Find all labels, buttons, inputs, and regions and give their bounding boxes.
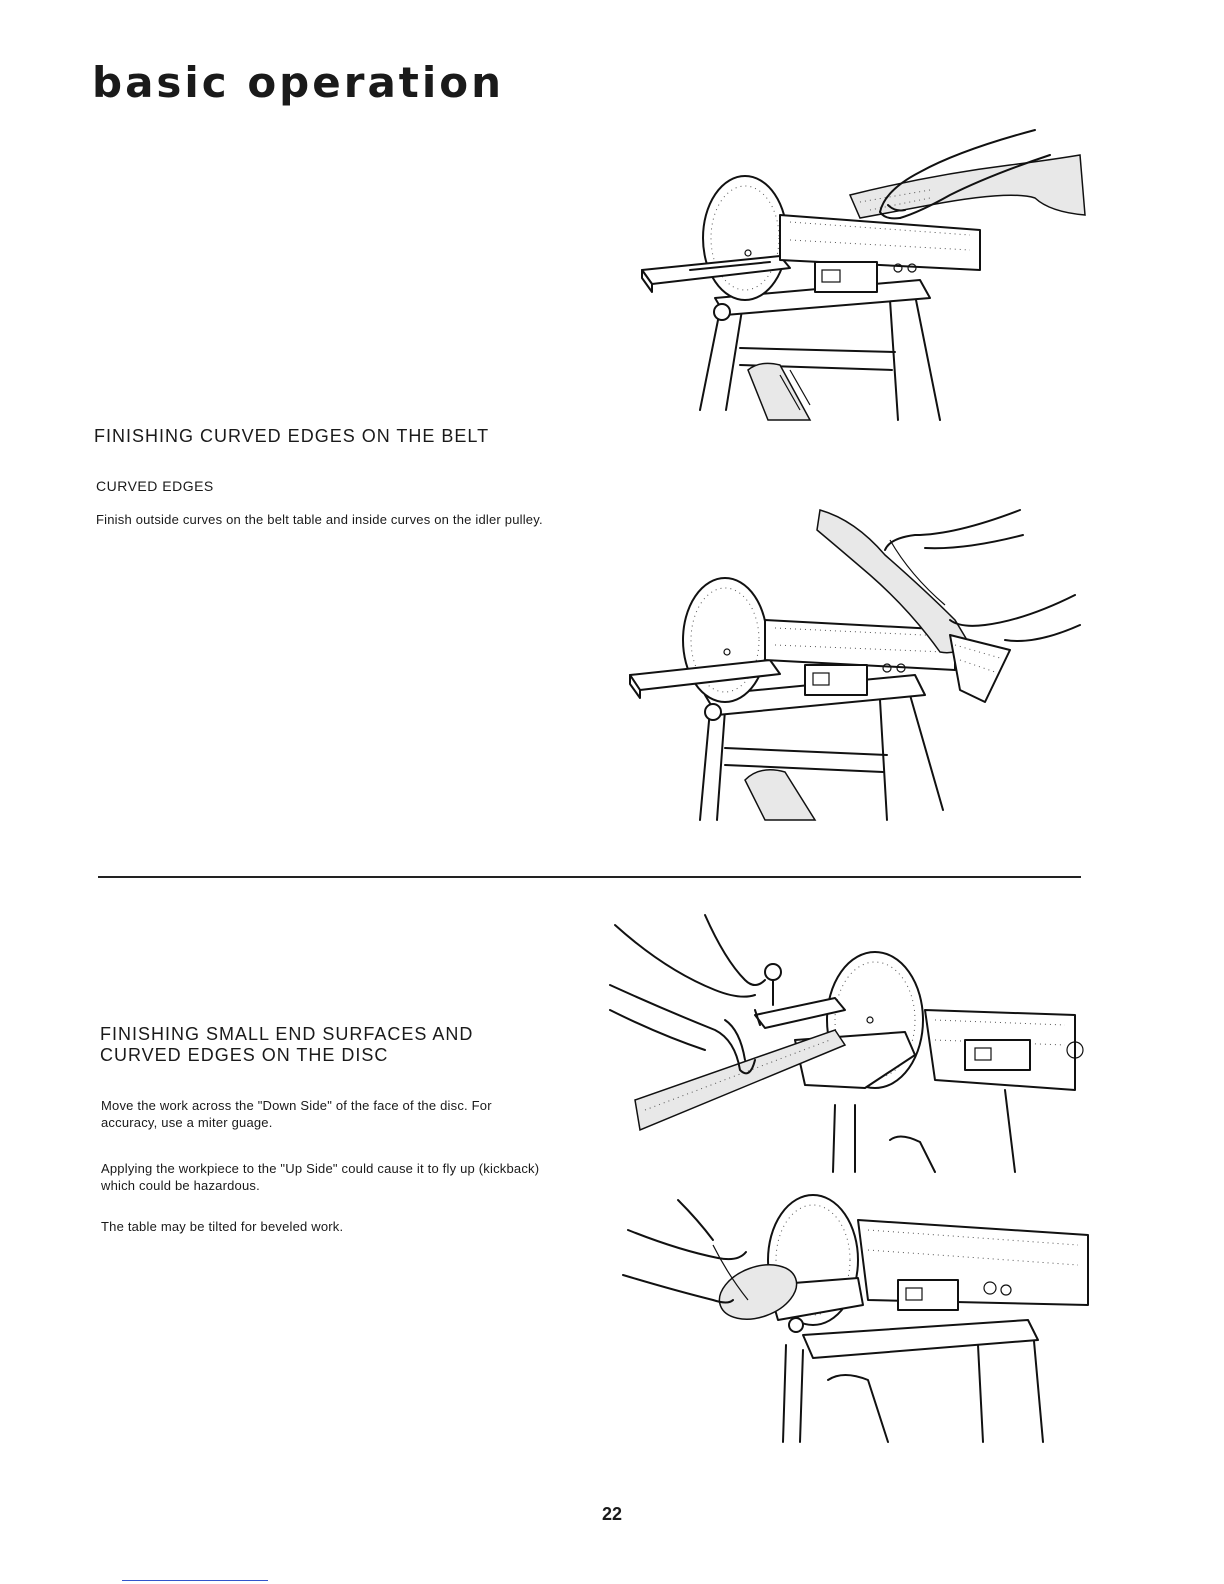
disc-sander-curved-edge-illustration [622, 1194, 1089, 1443]
page-number: 22 [601, 1504, 623, 1524]
belt-sander-outside-curve-illustration [641, 129, 1086, 421]
belt-sander-idler-pulley-illustration [629, 509, 1081, 821]
curved-edges-subheading: CURVED EDGES [96, 478, 214, 494]
belt-instruction-text: Finish outside curves on the belt table … [96, 512, 543, 527]
disc-section-heading-line2: CURVED EDGES ON THE DISC [100, 1045, 389, 1065]
section-divider [98, 876, 1081, 878]
disc-section-heading-line1: FINISHING SMALL END SURFACES AND [100, 1024, 474, 1044]
disc-instruction-text-1: Move the work across the "Down Side" of … [101, 1098, 492, 1130]
disc-kickback-warning-text: Applying the workpiece to the "Up Side" … [101, 1161, 540, 1193]
disc-sander-miter-gauge-illustration [609, 914, 1084, 1173]
footer-line [122, 1580, 268, 1581]
page-title: basic operation [92, 58, 505, 107]
disc-tilt-table-text: The table may be tilted for beveled work… [101, 1219, 344, 1234]
belt-section-heading: FINISHING CURVED EDGES ON THE BELT [94, 426, 490, 446]
